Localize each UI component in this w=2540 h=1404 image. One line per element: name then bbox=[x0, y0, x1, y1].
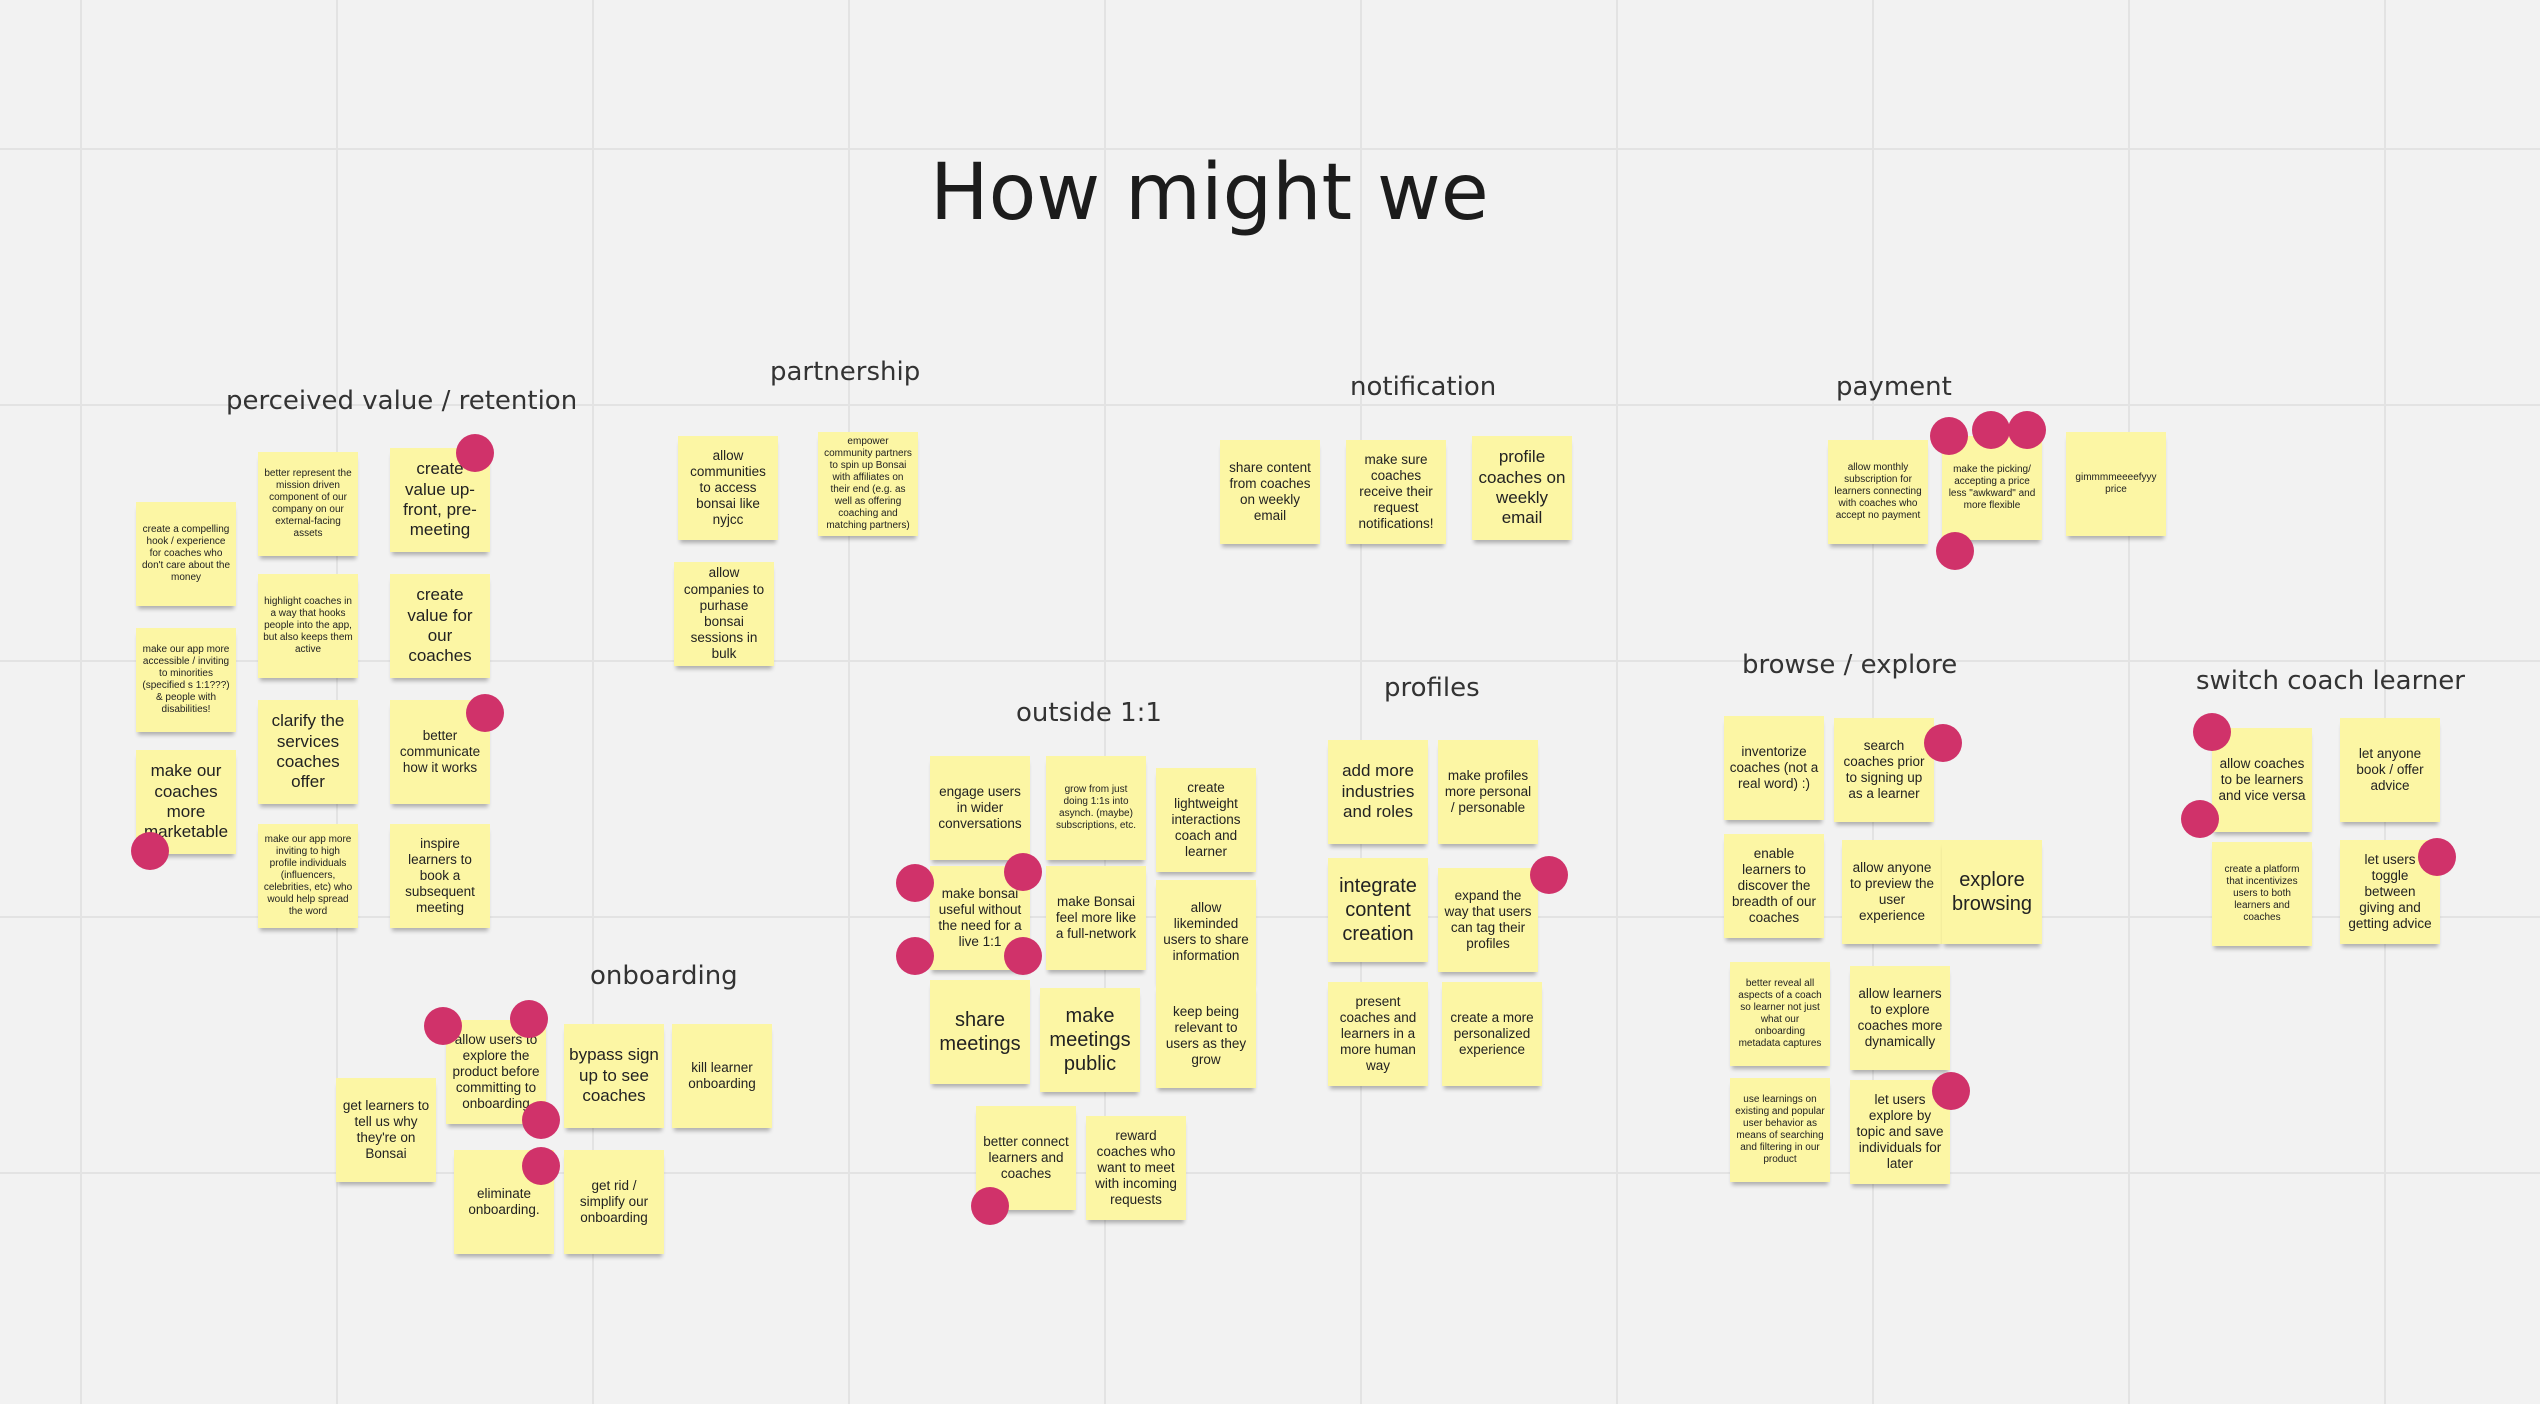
sticky-note[interactable]: create lightweight interactions coach an… bbox=[1156, 768, 1256, 872]
sticky-note[interactable]: make meetings public bbox=[1040, 988, 1140, 1092]
vote-dot[interactable] bbox=[522, 1147, 560, 1185]
sticky-note[interactable]: grow from just doing 1:1s into asynch. (… bbox=[1046, 756, 1146, 860]
board-title: How might we bbox=[930, 148, 1489, 238]
sticky-note[interactable]: allow learners to explore coaches more d… bbox=[1850, 966, 1950, 1070]
sticky-note[interactable]: share content from coaches on weekly ema… bbox=[1220, 440, 1320, 544]
sticky-note[interactable]: allow anyone to preview the user experie… bbox=[1842, 840, 1942, 944]
vote-dot[interactable] bbox=[456, 434, 494, 472]
sticky-note[interactable]: keep being relevant to users as they gro… bbox=[1156, 984, 1256, 1088]
vote-dot[interactable] bbox=[1936, 532, 1974, 570]
vote-dot[interactable] bbox=[1924, 724, 1962, 762]
vote-dot[interactable] bbox=[2418, 838, 2456, 876]
vote-dot[interactable] bbox=[896, 937, 934, 975]
sticky-note[interactable]: allow likeminded users to share informat… bbox=[1156, 880, 1256, 984]
cluster-heading-switch-coach-learner: switch coach learner bbox=[2196, 666, 2465, 696]
sticky-note[interactable]: allow users to explore the product befor… bbox=[446, 1020, 546, 1124]
sticky-note[interactable]: bypass sign up to see coaches bbox=[564, 1024, 664, 1128]
sticky-note[interactable]: enable learners to discover the breadth … bbox=[1724, 834, 1824, 938]
cluster-heading-browse-explore: browse / explore bbox=[1742, 650, 1958, 680]
sticky-note[interactable]: get rid / simplify our onboarding bbox=[564, 1150, 664, 1254]
vote-dot[interactable] bbox=[1530, 856, 1568, 894]
cluster-heading-onboarding: onboarding bbox=[590, 961, 738, 991]
sticky-note[interactable]: get learners to tell us why they're on B… bbox=[336, 1078, 436, 1182]
vote-dot[interactable] bbox=[1972, 411, 2010, 449]
sticky-note[interactable]: better reveal all aspects of a coach so … bbox=[1730, 962, 1830, 1066]
sticky-note[interactable]: allow monthly subscription for learners … bbox=[1828, 440, 1928, 544]
sticky-note[interactable]: engage users in wider conversations bbox=[930, 756, 1030, 860]
sticky-note[interactable]: create value for our coaches bbox=[390, 574, 490, 678]
sticky-note[interactable]: allow communities to access bonsai like … bbox=[678, 436, 778, 540]
sticky-note[interactable]: create a compelling hook / experience fo… bbox=[136, 502, 236, 606]
sticky-note[interactable]: allow coaches to be learners and vice ve… bbox=[2212, 728, 2312, 832]
sticky-note[interactable]: create a platform that incentivizes user… bbox=[2212, 842, 2312, 946]
sticky-note[interactable]: integrate content creation bbox=[1328, 858, 1428, 962]
sticky-note[interactable]: kill learner onboarding bbox=[672, 1024, 772, 1128]
cluster-heading-partnership: partnership bbox=[770, 357, 921, 387]
vote-dot[interactable] bbox=[896, 864, 934, 902]
sticky-note[interactable]: make Bonsai feel more like a full-networ… bbox=[1046, 866, 1146, 970]
cluster-heading-outside-1-1: outside 1:1 bbox=[1016, 698, 1162, 728]
vote-dot[interactable] bbox=[971, 1187, 1009, 1225]
vote-dot[interactable] bbox=[2193, 713, 2231, 751]
cluster-heading-payment: payment bbox=[1836, 372, 1952, 402]
vote-dot[interactable] bbox=[466, 694, 504, 732]
vote-dot[interactable] bbox=[1930, 417, 1968, 455]
sticky-note[interactable]: clarify the services coaches offer bbox=[258, 700, 358, 804]
sticky-note[interactable]: expand the way that users can tag their … bbox=[1438, 868, 1538, 972]
sticky-note[interactable]: make the picking/ accepting a price less… bbox=[1942, 436, 2042, 540]
vote-dot[interactable] bbox=[424, 1007, 462, 1045]
sticky-note[interactable]: empower community partners to spin up Bo… bbox=[818, 432, 918, 536]
cluster-heading-perceived-value: perceived value / retention bbox=[226, 386, 578, 416]
sticky-note[interactable]: explore browsing bbox=[1942, 840, 2042, 944]
vote-dot[interactable] bbox=[2008, 411, 2046, 449]
sticky-note[interactable]: share meetings bbox=[930, 980, 1030, 1084]
sticky-note[interactable]: better represent the mission driven comp… bbox=[258, 452, 358, 556]
vote-dot[interactable] bbox=[131, 832, 169, 870]
vote-dot[interactable] bbox=[510, 1000, 548, 1038]
cluster-heading-notification: notification bbox=[1350, 372, 1497, 402]
sticky-note[interactable]: profile coaches on weekly email bbox=[1472, 436, 1572, 540]
vote-dot[interactable] bbox=[1004, 853, 1042, 891]
sticky-note[interactable]: make profiles more personal / personable bbox=[1438, 740, 1538, 844]
vote-dot[interactable] bbox=[1004, 937, 1042, 975]
sticky-note[interactable]: inspire learners to book a subsequent me… bbox=[390, 824, 490, 928]
sticky-note[interactable]: reward coaches who want to meet with inc… bbox=[1086, 1116, 1186, 1220]
sticky-note[interactable]: create a more personalized experience bbox=[1442, 982, 1542, 1086]
sticky-note[interactable]: present coaches and learners in a more h… bbox=[1328, 982, 1428, 1086]
vote-dot[interactable] bbox=[1932, 1072, 1970, 1110]
sticky-note[interactable]: add more industries and roles bbox=[1328, 740, 1428, 844]
sticky-note[interactable]: make our app more inviting to high profi… bbox=[258, 824, 358, 928]
cluster-heading-profiles: profiles bbox=[1384, 673, 1480, 703]
sticky-note[interactable]: let users toggle between giving and gett… bbox=[2340, 840, 2440, 944]
sticky-note[interactable]: use learnings on existing and popular us… bbox=[1730, 1078, 1830, 1182]
sticky-note[interactable]: let anyone book / offer advice bbox=[2340, 718, 2440, 822]
sticky-note[interactable]: make sure coaches receive their request … bbox=[1346, 440, 1446, 544]
vote-dot[interactable] bbox=[2181, 800, 2219, 838]
sticky-note[interactable]: highlight coaches in a way that hooks pe… bbox=[258, 574, 358, 678]
sticky-note[interactable]: gimmmmeeeefyyy price bbox=[2066, 432, 2166, 536]
sticky-note[interactable]: make our app more accessible / inviting … bbox=[136, 628, 236, 732]
sticky-note[interactable]: inventorize coaches (not a real word) :) bbox=[1724, 716, 1824, 820]
vote-dot[interactable] bbox=[522, 1101, 560, 1139]
sticky-note[interactable]: allow companies to purhase bonsai sessio… bbox=[674, 562, 774, 666]
sticky-note[interactable]: search coaches prior to signing up as a … bbox=[1834, 718, 1934, 822]
